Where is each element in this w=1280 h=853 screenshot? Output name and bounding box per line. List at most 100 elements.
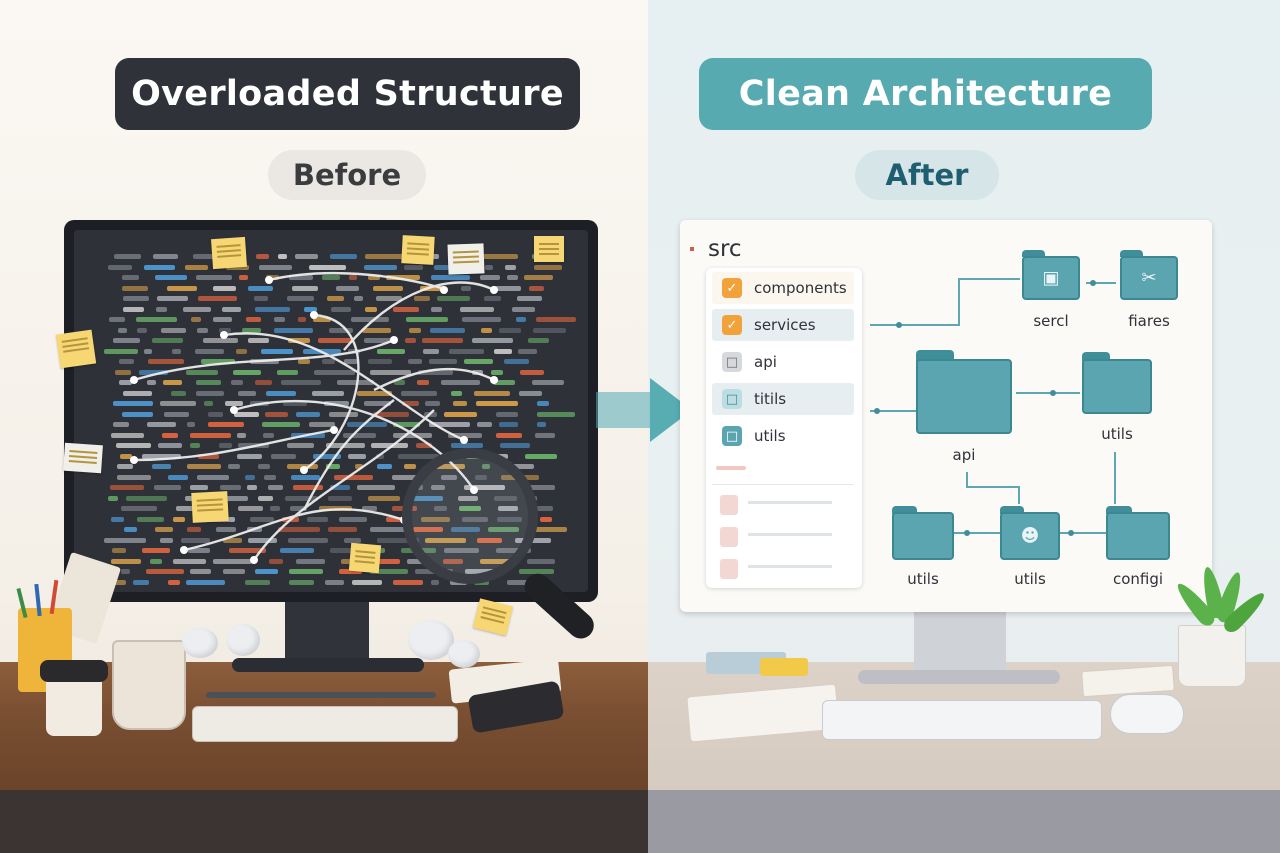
code-line [377,464,392,469]
code-line [318,338,354,343]
takeaway-cup-icon [46,680,102,736]
code-line [223,537,242,543]
code-line [298,359,311,364]
code-line [158,443,183,448]
code-line [518,569,555,574]
code-line [190,432,231,438]
code-line [186,527,202,532]
code-line [168,579,180,585]
code-line [394,380,405,385]
file-row-titils[interactable]: □ titils [712,383,854,415]
code-line [288,537,328,543]
users-icon: ☻ [1020,525,1040,547]
code-line [245,317,262,322]
code-line [159,401,197,406]
code-line [141,453,181,459]
folder-utils-users[interactable]: ☻ [1000,506,1060,560]
code-line [430,306,442,312]
code-line [363,264,398,270]
connector-line [966,472,968,488]
code-line [121,275,139,280]
code-line [160,327,187,333]
code-line [322,275,341,280]
code-line [312,390,344,396]
code-line [534,432,555,438]
file-row-components[interactable]: ✓ components [712,272,854,304]
code-line [261,422,301,427]
code-line [460,285,471,291]
code-line [172,348,181,354]
folder-sercl[interactable]: ▣ [1022,250,1080,300]
file-row-utils[interactable]: □ utils [712,420,854,452]
code-line [151,464,172,469]
code-line [370,569,408,574]
folder-fiares[interactable]: ✂ [1120,250,1178,300]
book-icon [760,658,808,676]
file-row-api[interactable]: □ api [712,346,854,378]
code-line [277,254,288,259]
code-line [397,453,439,459]
code-line [171,390,186,396]
code-line [419,285,445,291]
code-line [166,285,198,291]
folder-api[interactable] [916,350,1012,434]
code-line [416,380,429,385]
sticky-note [210,236,248,270]
code-line [392,432,432,438]
code-line [281,380,322,385]
code-line [392,474,426,480]
code-line [464,359,493,364]
code-line [288,579,315,585]
code-line [225,401,243,406]
code-line [376,348,405,354]
code-line [157,296,188,301]
code-line [108,317,126,322]
code-line [221,306,241,312]
code-line [404,338,416,343]
code-line [154,275,187,280]
folder-utils-bottom[interactable] [892,506,954,560]
tools-icon: ✂ [1141,267,1157,288]
code-line [111,548,127,553]
code-line [288,569,323,574]
connector-line [1114,452,1116,504]
placeholder-line [716,466,746,470]
folder-utils[interactable] [1082,352,1152,414]
plant-pot-icon [1178,625,1246,687]
code-line [418,369,453,375]
sticky-note [348,542,382,574]
folder-configi[interactable] [1106,506,1170,560]
code-line [327,296,344,301]
placeholder-row [712,492,854,518]
file-row-services[interactable]: ✓ services [712,309,854,341]
code-line [479,254,518,259]
cup-lid [40,660,108,682]
code-line [504,359,530,364]
code-line [213,317,232,322]
code-line [218,327,231,333]
connector-node [1050,390,1056,396]
code-line [192,254,215,259]
code-line [118,380,133,385]
code-line [265,411,288,417]
code-line [406,558,427,564]
code-line [196,390,225,396]
code-line [493,380,516,385]
connector-line [870,324,958,326]
code-line [255,306,291,312]
code-line [197,327,209,333]
code-line [190,317,201,322]
keyboard [192,706,458,742]
code-line [313,369,356,375]
code-line [336,380,375,385]
code-line [370,527,406,532]
code-line [153,254,179,259]
code-line [476,401,518,406]
code-line [331,306,351,312]
code-line [274,317,286,322]
code-line [527,338,550,343]
code-line [507,579,538,585]
code-line [116,474,152,480]
code-line [471,369,484,375]
code-line [423,348,439,354]
